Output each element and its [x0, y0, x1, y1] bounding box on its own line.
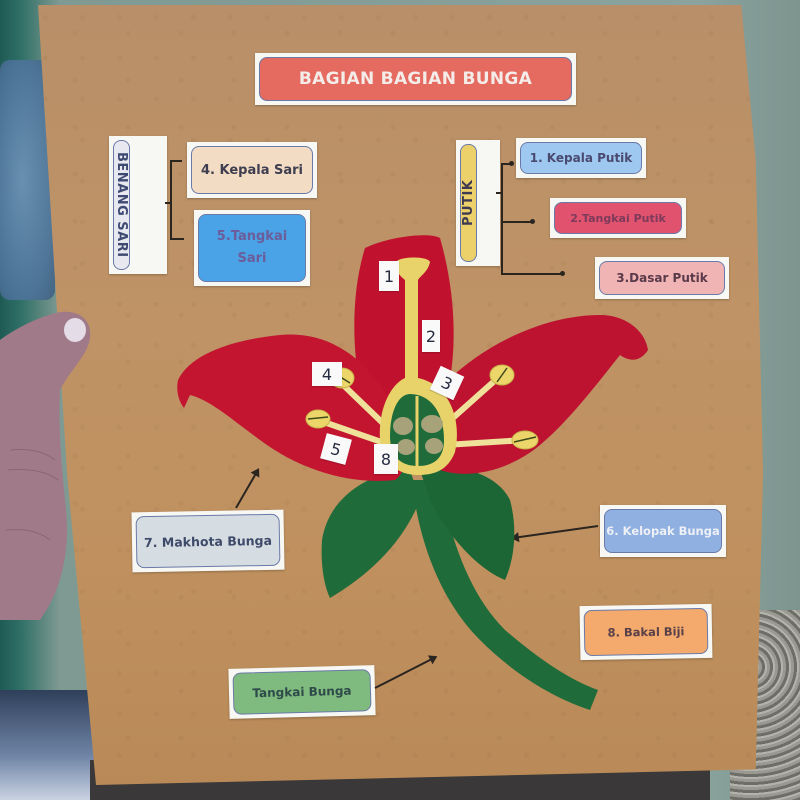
bracket-line — [501, 163, 511, 165]
number-tag-1: 1 — [379, 261, 399, 291]
bracket-line — [496, 192, 502, 194]
sepal-right — [420, 467, 515, 580]
sepal-left — [321, 470, 420, 598]
bracket-line — [501, 273, 563, 275]
anther — [305, 409, 331, 429]
label-kepala-putik: 1. Kepala Putik — [516, 138, 646, 178]
number-tag-8: 8 — [374, 444, 398, 474]
benang-sari-group-label: BENANG SARI — [109, 136, 167, 274]
label-kepala-sari: 4. Kepala Sari — [187, 142, 317, 198]
ovule — [421, 415, 443, 433]
bracket-dot — [530, 219, 535, 224]
poster-title-text: BAGIAN BAGIAN BUNGA — [259, 57, 572, 101]
label-kelopak-bunga: 6. Kelopak Bunga — [600, 505, 726, 557]
label-dasar-putik: 3.Dasar Putik — [595, 257, 729, 299]
petal-right — [430, 315, 648, 474]
holding-hand — [0, 311, 91, 620]
bracket-line — [170, 160, 182, 162]
bracket-line — [170, 160, 172, 240]
bracket-line — [170, 238, 184, 240]
number-tag-4: 4 — [312, 362, 342, 386]
label-tangkai-sari: 5.Tangkai Sari — [194, 210, 310, 286]
number-tag-2: 2 — [422, 320, 440, 352]
ovule — [425, 438, 443, 454]
bracket-line — [501, 221, 533, 223]
stem — [412, 480, 598, 710]
putik-group-label: PUTIK — [456, 140, 500, 266]
bracket-line — [501, 163, 503, 274]
poster-title: BAGIAN BAGIAN BUNGA — [255, 53, 576, 105]
bracket-dot — [560, 271, 565, 276]
bracket-line — [165, 202, 171, 204]
ovule — [393, 417, 413, 435]
label-tangkai-putik: 2.Tangkai Putik — [550, 198, 686, 238]
ovule — [397, 439, 415, 455]
bracket-dot — [509, 161, 514, 166]
